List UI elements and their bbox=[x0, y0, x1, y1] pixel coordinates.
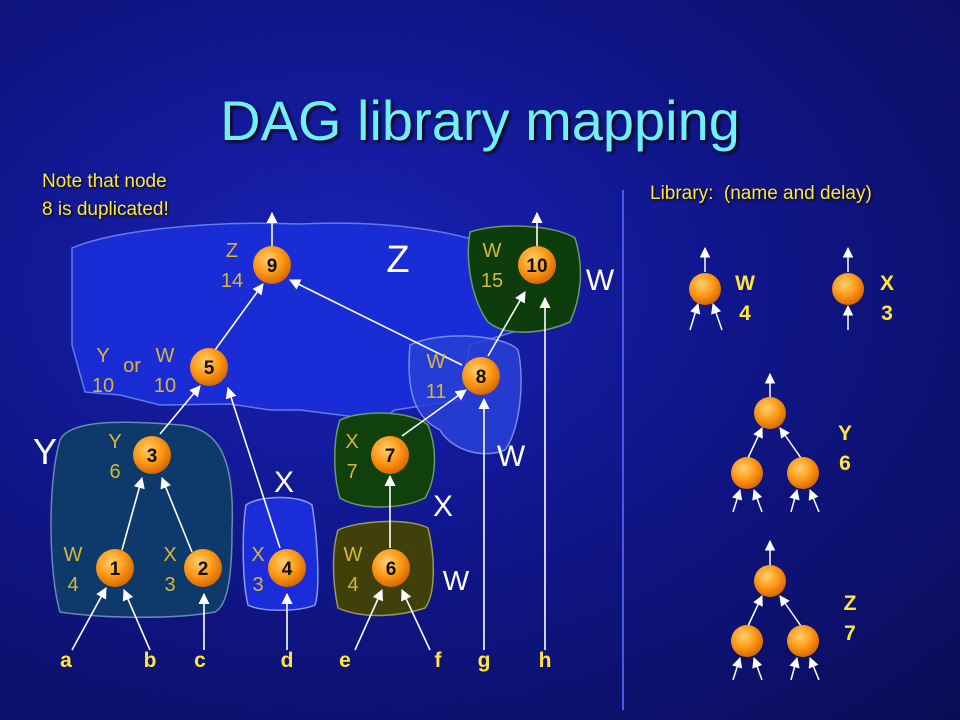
node-3-name: Y bbox=[108, 431, 121, 453]
library-y-delay: 6 bbox=[839, 452, 851, 475]
library-x-delay: 3 bbox=[881, 302, 893, 325]
cover-label-w-mid: W bbox=[497, 440, 526, 473]
node-8-id: 8 bbox=[476, 367, 487, 388]
input-d: d bbox=[281, 649, 294, 672]
cover-label-z: Z bbox=[386, 239, 409, 281]
node-6-delay: 4 bbox=[347, 574, 358, 596]
library-cell-y bbox=[731, 372, 820, 513]
edge-1-3 bbox=[121, 476, 145, 551]
node-4-id: 4 bbox=[282, 559, 293, 580]
library-cell-x bbox=[832, 246, 864, 330]
node-9-delay: 14 bbox=[221, 270, 243, 292]
input-b: b bbox=[144, 649, 157, 672]
node-10-name: W bbox=[483, 240, 502, 262]
node-8-delay: 11 bbox=[426, 381, 447, 403]
node-6-id: 6 bbox=[386, 559, 397, 580]
node-9: 9 bbox=[253, 246, 291, 284]
node-4-delay: 3 bbox=[252, 574, 263, 596]
node-1-name: W bbox=[64, 544, 83, 566]
node-5: 5 bbox=[190, 348, 228, 386]
node-5-id: 5 bbox=[204, 358, 215, 379]
edge-e-6 bbox=[354, 588, 383, 651]
node-5-or: or bbox=[123, 355, 141, 377]
library-cell-w bbox=[689, 246, 723, 331]
library-z-delay: 7 bbox=[844, 622, 856, 645]
node-10-id: 10 bbox=[526, 256, 547, 277]
cover-label-w-top: W bbox=[586, 264, 615, 297]
library-z-name: Z bbox=[844, 592, 857, 615]
edge-a-1 bbox=[71, 587, 107, 651]
library-x-name: X bbox=[880, 272, 894, 295]
node-6-name: W bbox=[344, 544, 363, 566]
input-c: c bbox=[194, 649, 206, 672]
node-9-name: Z bbox=[226, 240, 238, 262]
node-1-id: 1 bbox=[110, 559, 121, 580]
page-title: DAG library mapping bbox=[220, 89, 740, 152]
node-8-name: W bbox=[427, 351, 446, 373]
library-title: Library: (name and delay) bbox=[650, 183, 872, 204]
node-5-alt-name: W bbox=[156, 345, 175, 367]
node-2-delay: 3 bbox=[164, 574, 175, 596]
library-w-delay: 4 bbox=[739, 302, 751, 325]
node-1-delay: 4 bbox=[67, 574, 78, 596]
library-cell-z bbox=[731, 539, 820, 681]
cover-label-y: Y bbox=[33, 431, 57, 472]
input-e: e bbox=[339, 649, 351, 672]
edge-2-3 bbox=[160, 476, 193, 553]
node-5-delay: 10 bbox=[92, 375, 114, 397]
edge-7-8 bbox=[401, 389, 467, 437]
node-6: 6 bbox=[372, 549, 410, 587]
duplication-note: Note that node 8 is duplicated! bbox=[42, 171, 169, 220]
input-h: h bbox=[539, 649, 552, 672]
node-5-name: Y bbox=[96, 345, 109, 367]
node-5-alt-delay: 10 bbox=[154, 375, 176, 397]
node-10: 10 bbox=[518, 246, 556, 284]
node-3-delay: 6 bbox=[109, 461, 120, 483]
node-1: 1 bbox=[96, 549, 134, 587]
node-10-delay: 15 bbox=[481, 270, 503, 292]
edge-b-1 bbox=[122, 588, 151, 651]
cover-label-x-mid: X bbox=[433, 490, 453, 523]
edge-4-5 bbox=[225, 386, 281, 549]
library-y-name: Y bbox=[838, 422, 852, 445]
node-3-id: 3 bbox=[147, 446, 158, 467]
node-9-id: 9 bbox=[267, 256, 278, 277]
edge-5-9 bbox=[214, 283, 264, 351]
edge-8-9 bbox=[288, 279, 463, 366]
input-g: g bbox=[478, 649, 491, 672]
cover-label-x-left: X bbox=[274, 466, 294, 499]
edge-f-6 bbox=[401, 588, 431, 651]
library-w-name: W bbox=[735, 272, 755, 295]
input-f: f bbox=[435, 649, 443, 672]
dag-edges bbox=[71, 211, 551, 651]
node-2-name: X bbox=[163, 544, 176, 566]
node-8: 8 bbox=[462, 357, 500, 395]
node-2-id: 2 bbox=[198, 559, 209, 580]
input-a: a bbox=[60, 649, 72, 672]
edge-3-5 bbox=[159, 385, 201, 435]
node-3: 3 bbox=[133, 436, 171, 474]
cover-label-w-bottom: W bbox=[443, 565, 470, 596]
node-4-name: X bbox=[251, 544, 264, 566]
node-7-delay: 7 bbox=[346, 461, 357, 483]
node-2: 2 bbox=[184, 549, 222, 587]
node-4: 4 bbox=[268, 549, 306, 587]
edge-8-10 bbox=[487, 291, 526, 357]
node-7: 7 bbox=[371, 436, 409, 474]
node-7-name: X bbox=[345, 431, 358, 453]
node-7-id: 7 bbox=[385, 446, 396, 467]
